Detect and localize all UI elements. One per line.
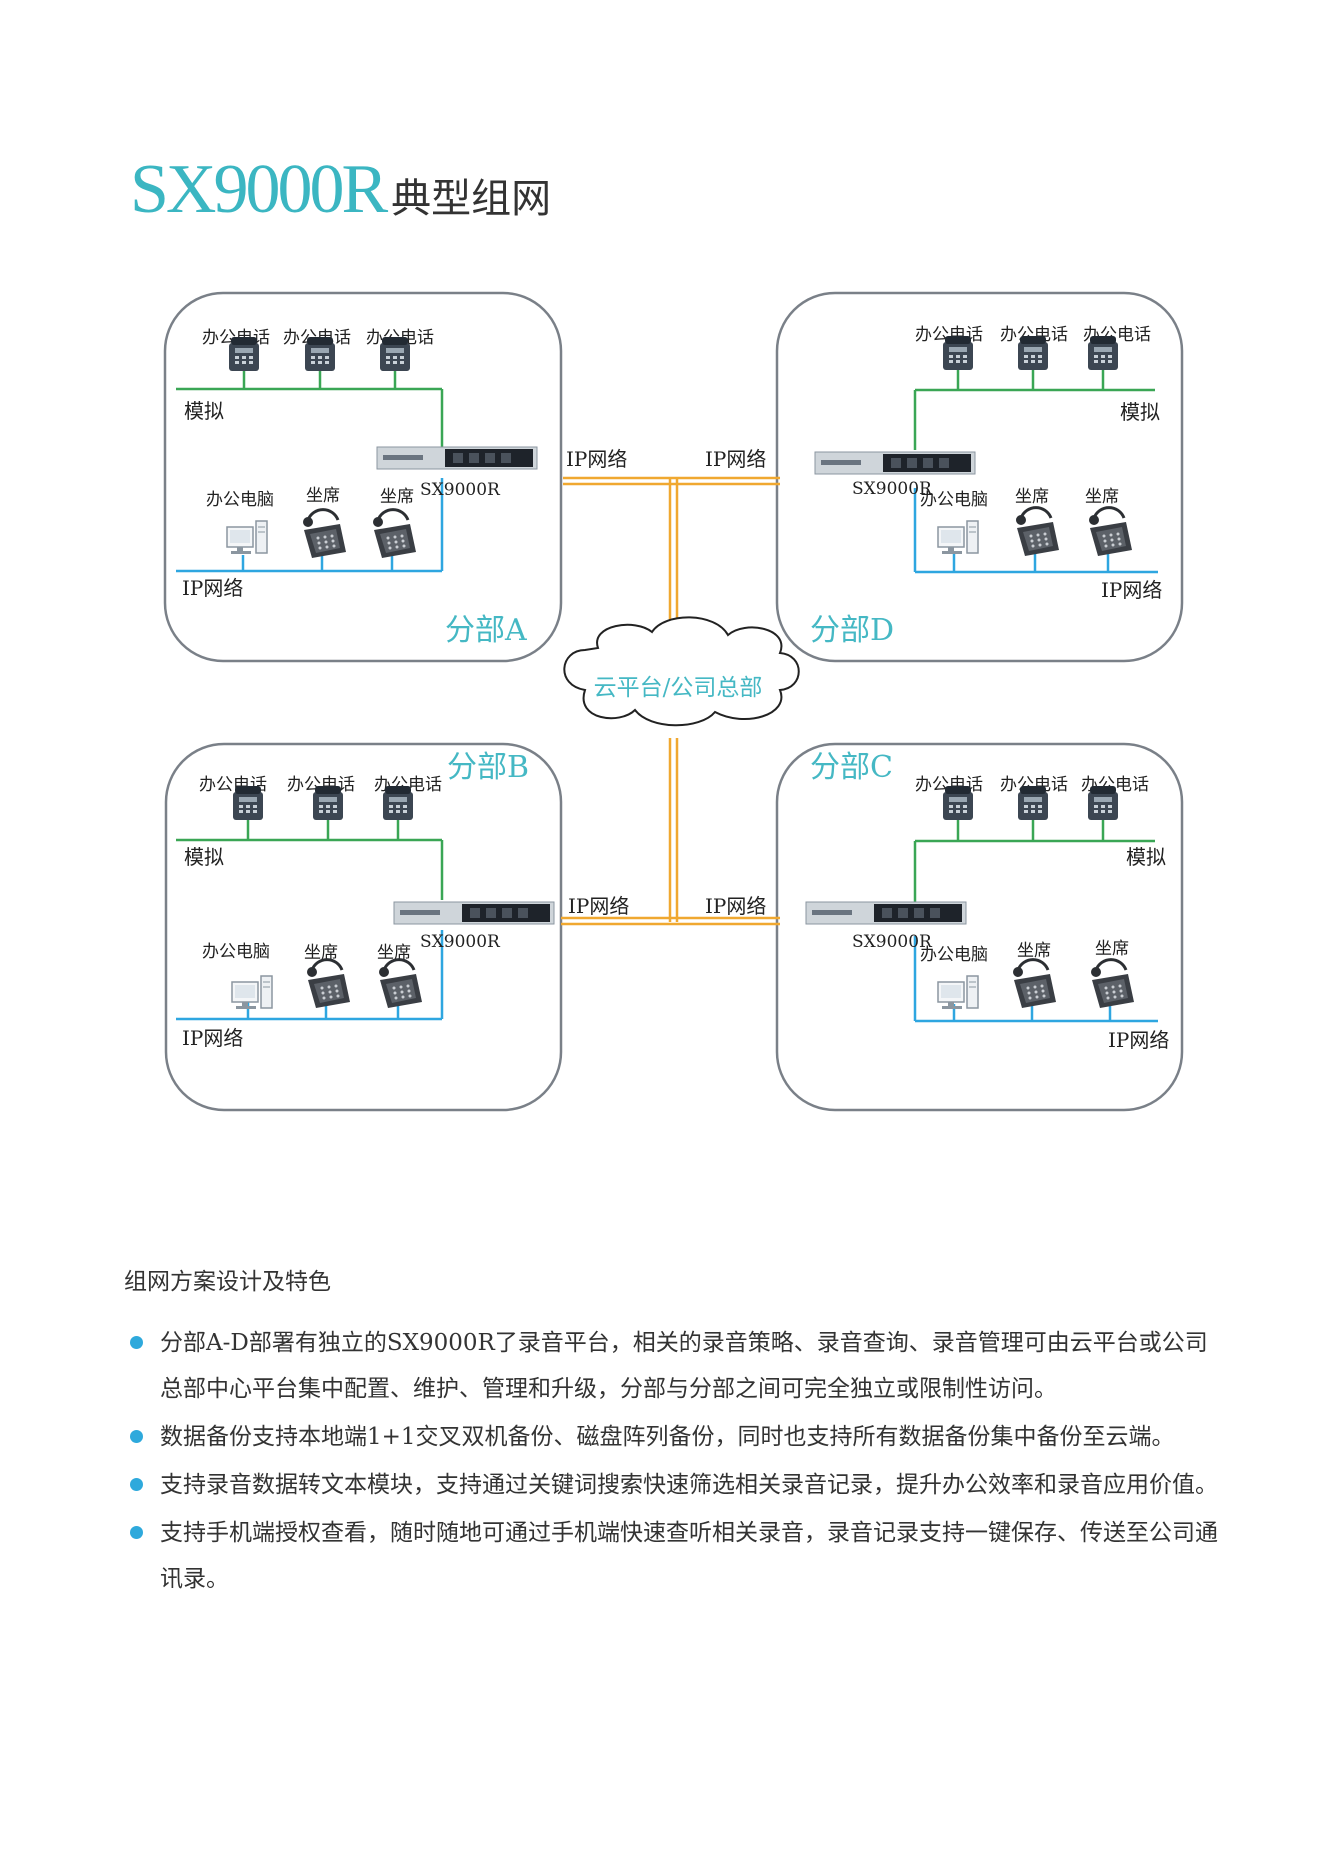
office-phone-icon [1018,336,1048,370]
seat-label: 坐席 [380,487,414,507]
sx9000r-device-icon [376,446,538,470]
pc-label: 办公电脑 [206,490,274,510]
analog-label: 模拟 [184,399,224,423]
branch-a-box [163,291,563,663]
device-label: SX9000R [852,479,933,499]
branch-a: 办公电话 办公电话 办公电话 模拟 SX9000R 办公电脑 坐席 坐席 IP网… [176,328,538,648]
branch-d: 办公电话 办公电话 办公电话 模拟 SX9000R 办公电脑 坐席 坐席 IP网… [810,325,1162,648]
office-phone-icon [233,786,263,820]
feature-text: 支持手机端授权查看，随时随地可通过手机端快速查听相关录音，录音记录支持一键保存、… [160,1520,1218,1592]
office-phone-icon [383,786,413,820]
cloud-shape [563,616,800,727]
office-pc-icon [937,520,979,555]
device-label: SX9000R [420,932,501,952]
title-brand: SX9000R [130,151,388,228]
sx9000r-device-icon [393,901,555,925]
bullet-dot-icon [130,1430,143,1443]
headset-phone-icon [1014,506,1061,558]
wan-label-c: IP网络 [705,894,766,918]
bullet-dot-icon [130,1478,143,1491]
office-pc-icon [226,520,268,555]
branch-b: 办公电话 办公电话 办公电话 模拟 SX9000R 办公电脑 坐席 坐席 IP网… [176,750,555,1050]
feature-item: 支持录音数据转文本模块，支持通过关键词搜索快速筛选相关录音记录，提升办公效率和录… [128,1462,1218,1508]
seat-label: 坐席 [1017,941,1051,961]
ip-network-label: IP网络 [1101,578,1162,602]
office-phone-icon [305,337,335,371]
device-label: SX9000R [420,480,501,500]
branch-c-box [775,742,1184,1112]
feature-text: 数据备份支持本地端1+1交叉双机备份、磁盘阵列备份，同时也支持所有数据备份集中备… [160,1424,1175,1450]
phone-label: 办公电话 [1000,775,1068,795]
branch-c: 办公电话 办公电话 办公电话 模拟 SX9000R 办公电脑 坐席 坐席 IP网… [805,750,1169,1052]
headset-phone-icon [1087,506,1134,558]
branch-d-label: 分部D [810,613,894,648]
office-phone-icon [1088,786,1118,820]
analog-label: 模拟 [1120,400,1160,424]
wan-label-b: IP网络 [568,894,629,918]
ip-network-label: IP网络 [182,576,243,600]
title-text: 典型组网 [391,176,552,222]
section-title: 组网方案设计及特色 [124,1269,331,1295]
office-pc-icon [231,975,273,1010]
branch-b-label: 分部B [447,750,529,785]
pc-label: 办公电脑 [920,490,988,510]
sx9000r-device-icon [805,901,967,925]
bullet-dot-icon [130,1526,143,1539]
bullet-dot-icon [130,1336,143,1349]
headset-phone-icon [301,508,348,560]
headset-phone-icon [305,958,352,1010]
phone-label: 办公电话 [1000,325,1068,345]
office-pc-icon [937,975,979,1010]
ip-network-label: IP网络 [1108,1028,1169,1052]
branch-c-label: 分部C [810,750,893,785]
pc-label: 办公电脑 [202,942,270,962]
headset-phone-icon [1011,958,1058,1010]
office-phone-icon [943,336,973,370]
analog-label: 模拟 [1126,845,1166,869]
office-phone-icon [380,337,410,371]
network-diagram: 云平台/公司总部 IP网络 IP网络 IP网络 IP网络 办公电话 办公电话 办… [163,291,1184,1112]
sx9000r-device-icon [814,451,976,475]
device-label: SX9000R [852,932,933,952]
pc-label: 办公电脑 [920,945,988,965]
office-phone-icon [313,786,343,820]
seat-label: 坐席 [1015,487,1049,507]
seat-label: 坐席 [304,943,338,963]
branch-b-box [164,742,563,1112]
feature-list: 分部A-D部署有独立的SX9000R了录音平台，相关的录音策略、录音查询、录音管… [128,1320,1218,1604]
branch-a-label: 分部A [445,613,527,648]
feature-text: 支持录音数据转文本模块，支持通过关键词搜索快速筛选相关录音记录，提升办公效率和录… [160,1472,1218,1498]
branch-d-box [775,291,1184,663]
headset-phone-icon [377,958,424,1010]
feature-text: 分部A-D部署有独立的SX9000R了录音平台，相关的录音策略、录音查询、录音管… [160,1330,1208,1402]
ip-network-label: IP网络 [182,1026,243,1050]
cloud-label: 云平台/公司总部 [594,675,763,701]
feature-item: 支持手机端授权查看，随时随地可通过手机端快速查听相关录音，录音记录支持一键保存、… [128,1510,1218,1602]
seat-label: 坐席 [377,943,411,963]
headset-phone-icon [1089,958,1136,1010]
seat-label: 坐席 [306,486,340,506]
feature-item: 数据备份支持本地端1+1交叉双机备份、磁盘阵列备份，同时也支持所有数据备份集中备… [128,1414,1218,1460]
seat-label: 坐席 [1085,487,1119,507]
wan-label-a: IP网络 [566,447,627,471]
feature-item: 分部A-D部署有独立的SX9000R了录音平台，相关的录音策略、录音查询、录音管… [128,1320,1218,1412]
office-phone-icon [229,337,259,371]
office-phone-icon [1018,786,1048,820]
analog-label: 模拟 [184,845,224,869]
office-phone-icon [1088,336,1118,370]
office-phone-icon [943,786,973,820]
headset-phone-icon [371,508,418,560]
wan-label-d: IP网络 [705,447,766,471]
seat-label: 坐席 [1095,939,1129,959]
